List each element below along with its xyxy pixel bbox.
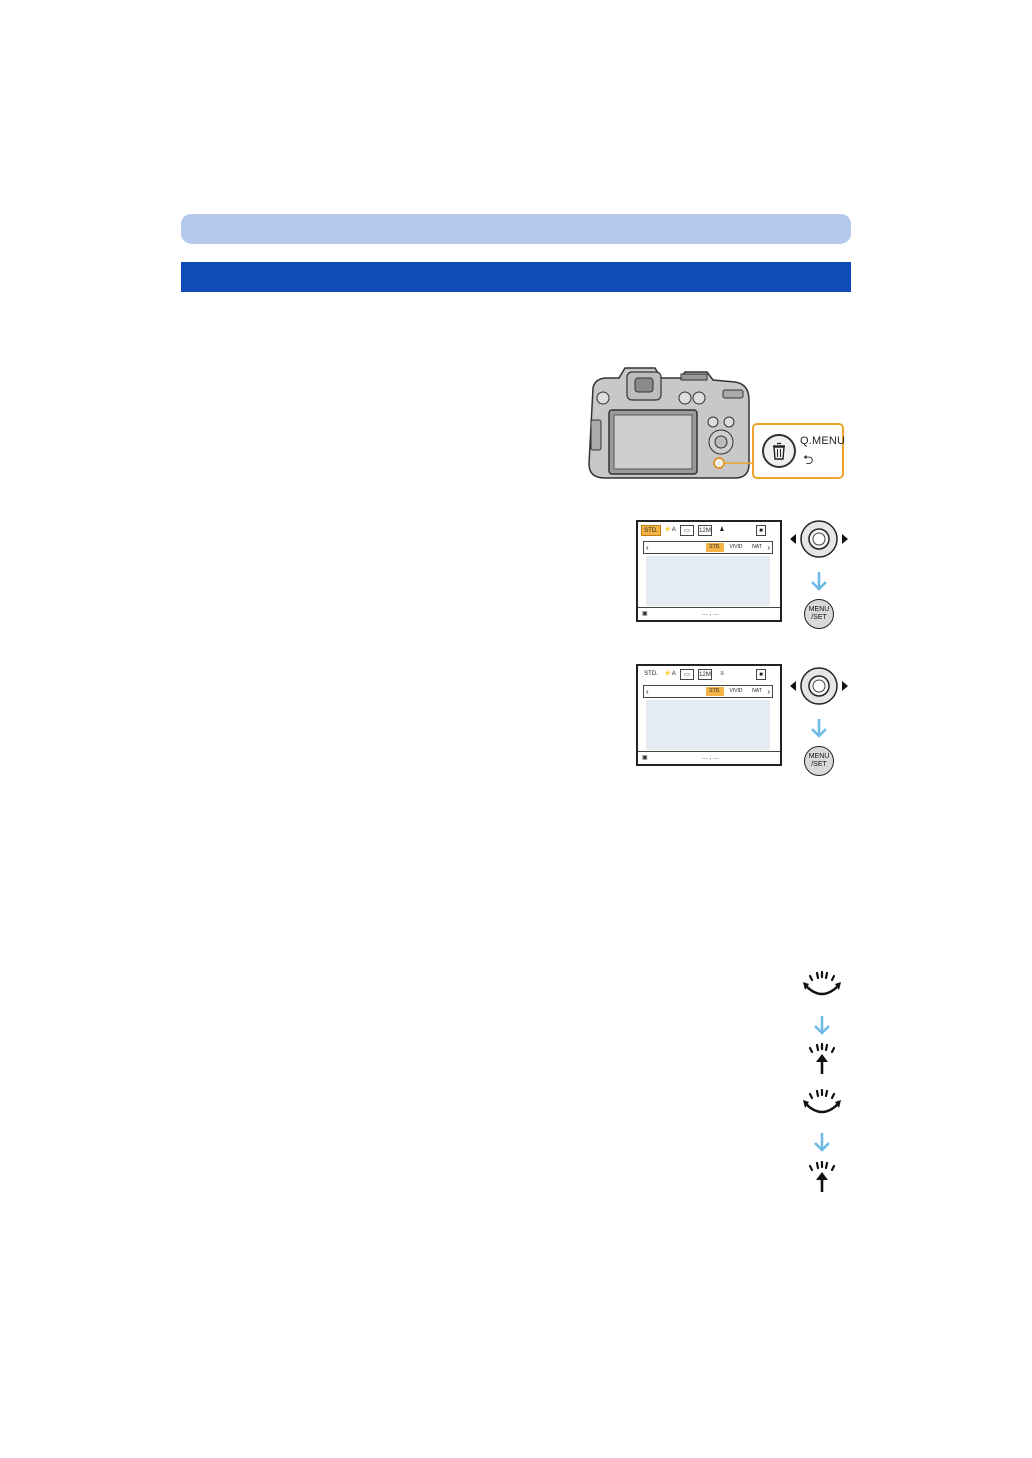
- picture-size-tile: 12M: [698, 525, 712, 536]
- cursor-button-left-right-icon: [790, 520, 848, 558]
- section-header-bar: [181, 214, 851, 244]
- chapter-title-bar: [181, 262, 851, 292]
- arrow-down-icon: [811, 719, 827, 738]
- menu-set-label-line2: /SET: [811, 761, 827, 768]
- metering-tile: ■: [756, 525, 766, 536]
- return-icon: ⮌: [803, 452, 814, 467]
- lcd-preview-panel: [646, 556, 770, 606]
- dial-rotate-icon: [803, 1088, 841, 1114]
- q-menu-callout: Q.MENU ⮌: [752, 423, 846, 479]
- lcd-top-icons: STD. ⚡A ▭ 12M ♟ ■: [638, 522, 780, 538]
- photo-style-tile: STD.: [641, 525, 661, 536]
- lcd-screen-quick-menu-1: STD. ⚡A ▭ 12M ♟ ■ ‹ STD. VIVID NAT › ▣ ……: [636, 520, 782, 622]
- metering-tile: ■: [756, 669, 766, 680]
- display-icon: ▣: [642, 611, 648, 617]
- trash-icon: [773, 442, 785, 460]
- option-natural: NAT: [752, 688, 762, 694]
- option-standard: STD.: [706, 687, 724, 696]
- cursor-button-left-right-icon: [790, 667, 848, 705]
- display-icon: ▣: [642, 755, 648, 761]
- option-vivid: VIVID: [729, 688, 743, 694]
- menu-set-label-line2: /SET: [811, 614, 827, 621]
- option-natural: NAT: [752, 544, 762, 550]
- q-menu-label: Q.MENU: [800, 435, 846, 447]
- lcd-screen-quick-menu-2: STD. ⚡A ▭ 12M ≡ ■ ‹ STD. VIVID NAT › ▣ ……: [636, 664, 782, 766]
- dial-press-icon: [808, 1160, 836, 1192]
- dial-rotate-icon: [803, 970, 841, 996]
- chevron-left-icon: ‹: [646, 543, 649, 552]
- burst-tile: ▭: [680, 669, 694, 680]
- menu-set-button[interactable]: MENU /SET: [804, 599, 834, 629]
- flash-tile: ⚡A: [663, 669, 677, 680]
- menu-set-button[interactable]: MENU /SET: [804, 746, 834, 776]
- chevron-right-icon: ›: [767, 687, 770, 696]
- photo-style-options-row: ‹ STD. VIVID NAT ›: [643, 685, 773, 698]
- chevron-left-icon: ‹: [646, 687, 649, 696]
- footer-dots: … , …: [702, 755, 720, 761]
- delete-return-button[interactable]: [762, 434, 796, 468]
- option-vivid: VIVID: [729, 544, 743, 550]
- arrow-down-icon: [811, 572, 827, 591]
- lcd-preview-panel: [646, 700, 770, 750]
- photo-style-options-row: ‹ STD. VIVID NAT ›: [643, 541, 773, 554]
- arrow-down-icon: [814, 1133, 830, 1152]
- lcd-footer: ▣ … , …: [638, 751, 780, 764]
- footer-dots: … , …: [702, 611, 720, 617]
- lcd-top-icons: STD. ⚡A ▭ 12M ≡ ■: [638, 666, 780, 682]
- af-mode-tile: ≡: [716, 669, 728, 680]
- lcd-footer: ▣ … , …: [638, 607, 780, 620]
- option-standard: STD.: [706, 543, 724, 552]
- dial-press-icon: [808, 1042, 836, 1074]
- picture-size-tile: 12M: [698, 669, 712, 680]
- photo-style-tile: STD.: [641, 669, 661, 680]
- af-mode-tile: ♟: [716, 525, 728, 536]
- chevron-right-icon: ›: [767, 543, 770, 552]
- menu-set-label-line1: MENU: [808, 753, 830, 760]
- camera-back-illustration: [588, 367, 754, 479]
- burst-tile: ▭: [680, 525, 694, 536]
- menu-set-label-line1: MENU: [808, 606, 830, 613]
- arrow-down-icon: [814, 1016, 830, 1035]
- flash-tile: ⚡A: [663, 525, 677, 536]
